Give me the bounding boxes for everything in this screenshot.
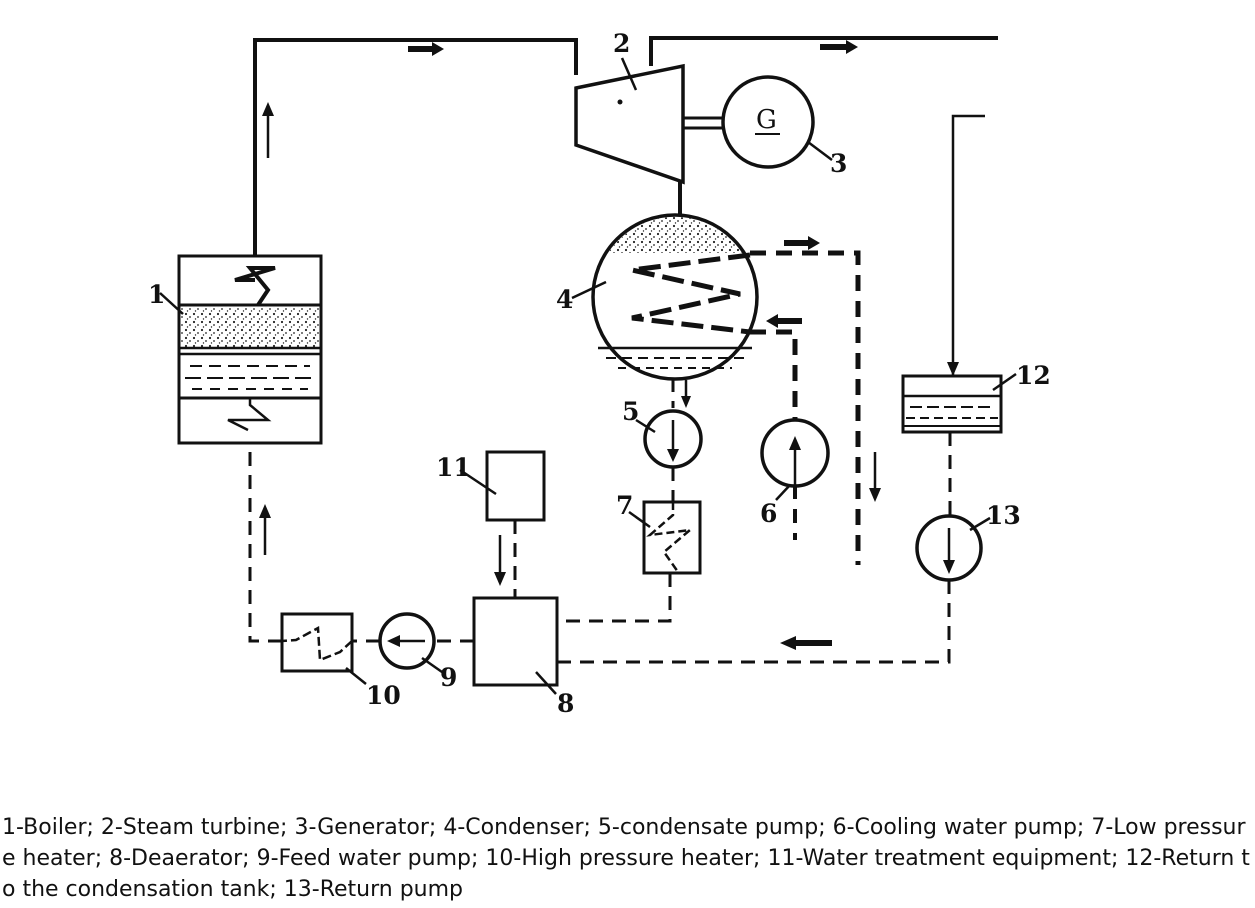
label-feed-pump: 9 [440, 663, 457, 692]
label-deaerator: 8 [557, 689, 574, 718]
feed-water-pump [378, 612, 436, 670]
label-turbine: 2 [613, 29, 630, 58]
generator: G [721, 75, 815, 169]
heater7-to-deaerator [557, 573, 672, 623]
return-tank-line [947, 114, 985, 376]
cooling-pump-leader [775, 484, 791, 501]
high-pressure-heater [280, 612, 354, 673]
return-tank-leader [992, 372, 1017, 392]
turbine-extraction-line [649, 36, 998, 66]
water-treatment-equipment [485, 450, 546, 522]
label-condensate-pump: 5 [622, 397, 639, 426]
label-hp-heater: 10 [366, 681, 401, 710]
feedwater-return-line [248, 443, 282, 643]
feed-pump-leader [421, 656, 443, 674]
label-generator: 3 [830, 149, 847, 178]
condensate-line [671, 378, 691, 408]
label-condenser: 4 [556, 285, 573, 314]
deaerator-leader [535, 671, 557, 695]
label-cooling-pump: 6 [760, 499, 777, 528]
deaerator [472, 596, 559, 687]
generator-leader [807, 141, 833, 161]
condenser-leader [571, 280, 607, 300]
water-treatment-leader [459, 468, 497, 496]
low-pressure-heater [642, 500, 702, 575]
boiler [177, 254, 323, 445]
label-water-treatment: 11 [436, 453, 471, 482]
generator-symbol: G [756, 105, 777, 135]
lp-heater-leader [628, 510, 651, 529]
return-pump-leader [969, 516, 991, 532]
steam-turbine [574, 63, 724, 218]
cooling-water-outlet [750, 236, 881, 565]
label-return-tank: 12 [1016, 361, 1051, 390]
return-pump [915, 514, 983, 582]
label-return-pump: 13 [986, 501, 1021, 530]
turbine-leader [620, 57, 638, 91]
condenser [591, 213, 759, 381]
return-to-deaerator-line [557, 580, 951, 664]
boiler-leader [159, 292, 184, 315]
cooling-water-inlet [750, 314, 802, 540]
figure-caption: 1-Boiler; 2-Steam turbine; 3-Generator; … [2, 815, 1250, 902]
main-steam-line [253, 38, 578, 280]
cooling-water-pump [760, 418, 830, 488]
label-boiler: 1 [148, 280, 165, 309]
condensate-pump-leader [635, 418, 656, 434]
power-plant-diagram: 1 2 G 3 4 [148, 29, 1051, 718]
return-condensation-tank [901, 374, 1003, 434]
condensate-pump [643, 409, 703, 469]
hp-heater-leader [345, 667, 367, 685]
label-lp-heater: 7 [616, 491, 633, 520]
